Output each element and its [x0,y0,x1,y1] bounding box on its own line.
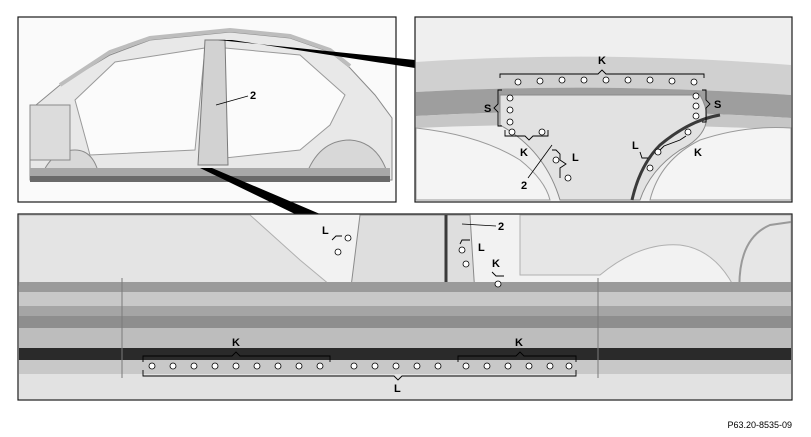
callout-K-sill-right: K [515,337,523,349]
panel-sill-detail: L L K 2 K K L [17,213,793,401]
callout-L-sill-upper-right: L [478,242,485,254]
callout-S-left: S [484,103,491,115]
callout-part-2-roof: 2 [521,180,527,192]
panel-side-view: 2 [17,16,397,203]
callout-L-sill-upper-left: L [322,225,329,237]
callout-L-right: L [632,140,639,152]
weld-spots-sill-row [148,362,573,370]
callout-L-sill-lower: L [394,383,401,395]
zoom-wedge-lower [200,168,320,214]
panel-roof-joint-detail: K S S K L L K 2 [414,16,793,203]
callout-S-right: S [714,99,721,111]
callout-L-center: L [572,152,579,164]
weld-spots-s-right [692,92,700,120]
callout-part-2-side: 2 [250,90,256,102]
callout-K-right: K [694,147,702,159]
callout-K-roof: K [598,55,606,67]
weld-spots-roof-top [514,76,698,86]
callout-K-sill-upper: K [492,258,500,270]
callout-K-sill-left: K [232,337,240,349]
callout-K-lower-left: K [520,147,528,159]
weld-spots-s-left [506,94,514,126]
figure-reference-number: P63.20-8535-09 [727,420,792,430]
callout-part-2-sill: 2 [498,221,504,233]
